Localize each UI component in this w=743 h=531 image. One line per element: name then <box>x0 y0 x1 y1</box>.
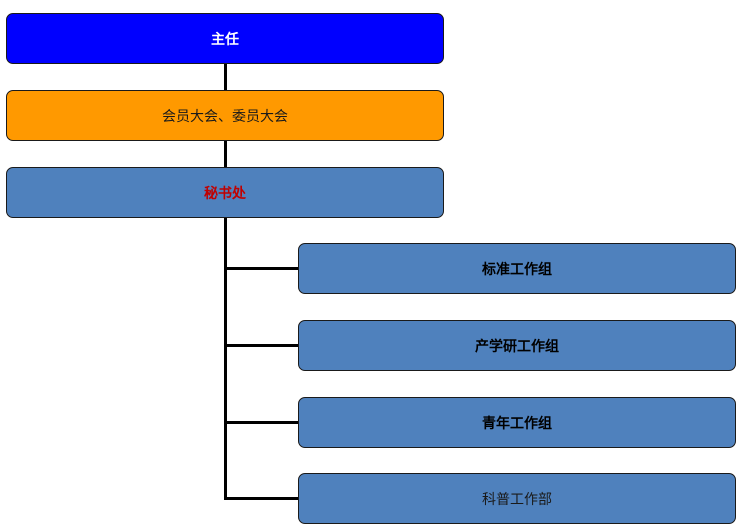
node-director: 主任 <box>6 13 444 64</box>
node-youth-group-label: 青年工作组 <box>482 415 552 432</box>
node-secretariat: 秘书处 <box>6 167 444 218</box>
node-science-dept: 科普工作部 <box>298 473 736 524</box>
node-standards-group-label: 标准工作组 <box>482 261 552 278</box>
connector-director-assembly <box>224 63 227 91</box>
node-industry-research-group-label: 产学研工作组 <box>475 338 559 355</box>
node-youth-group: 青年工作组 <box>298 397 736 448</box>
node-science-dept-label: 科普工作部 <box>482 491 552 508</box>
connector-branch-science <box>224 497 299 500</box>
node-secretariat-label: 秘书处 <box>204 185 246 202</box>
node-director-label: 主任 <box>211 31 239 48</box>
node-standards-group: 标准工作组 <box>298 243 736 294</box>
connector-branch-industry-research <box>224 344 299 347</box>
node-assembly: 会员大会、委员大会 <box>6 90 444 141</box>
connector-branch-youth <box>224 421 299 424</box>
connector-trunk <box>224 217 227 499</box>
node-assembly-label: 会员大会、委员大会 <box>162 108 288 125</box>
connector-assembly-secretariat <box>224 140 227 168</box>
connector-branch-standards <box>224 267 299 270</box>
node-industry-research-group: 产学研工作组 <box>298 320 736 371</box>
